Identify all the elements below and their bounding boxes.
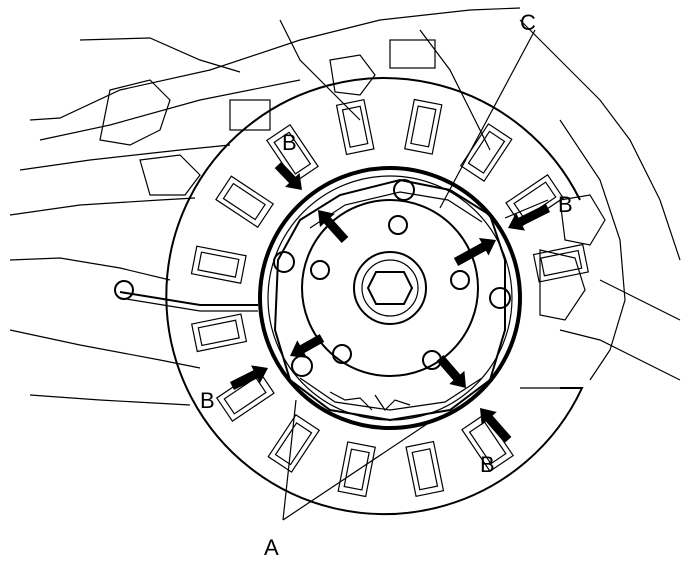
hub-nut	[366, 271, 414, 305]
suspension-background-lines	[9, 7, 681, 406]
leader-line-c	[439, 29, 536, 209]
contact-arrow	[480, 408, 512, 443]
shield-slot-inner	[274, 422, 313, 466]
shield-slot	[267, 413, 321, 473]
leader-lines	[282, 29, 549, 521]
leader-line-b-right	[504, 199, 549, 219]
label-a: A	[264, 535, 279, 560]
shield-slot-inner	[223, 376, 267, 415]
shield-slot-inner	[410, 105, 437, 148]
shield-slot-inner	[467, 130, 506, 174]
wheel-stud-hole	[310, 260, 330, 280]
shield-slot-inner	[540, 249, 583, 277]
shield-slot-inner	[273, 131, 312, 175]
contact-arrow	[453, 237, 496, 266]
shield-slot-inner	[222, 182, 266, 221]
shield-slot	[335, 98, 375, 156]
shield-slot-inner	[197, 319, 240, 347]
shield-slot-inner	[197, 251, 240, 278]
label-b-bottom-right: B	[480, 452, 495, 477]
shield-slot	[215, 175, 275, 229]
contact-arrow	[318, 210, 349, 244]
wheel-stud-hole	[332, 344, 352, 364]
brake-shoe-ring	[258, 166, 522, 430]
shield-slot	[405, 440, 445, 498]
label-b-bottom-left: B	[200, 388, 215, 413]
backing-plate	[273, 178, 511, 422]
wheel-stud-hole	[450, 270, 470, 290]
leader-line-a-right	[282, 421, 431, 521]
contact-arrow	[290, 334, 325, 358]
shield-slot	[190, 313, 248, 353]
label-b-top-left: B	[282, 130, 297, 155]
shield-slot	[532, 243, 590, 283]
contact-arrow	[436, 355, 466, 388]
shield-slot	[190, 245, 247, 284]
cable-end-fitting	[114, 280, 134, 300]
shield-slots	[190, 98, 590, 498]
contact-point-arrows	[229, 161, 551, 443]
shield-slot-inner	[343, 448, 370, 491]
label-b-top-right: B	[558, 192, 573, 217]
shield-slot-inner	[468, 421, 507, 465]
shield-slot-inner	[411, 448, 439, 491]
shield-slot-inner	[341, 105, 369, 148]
shield-slot	[337, 441, 376, 498]
brake-cable	[114, 280, 258, 312]
leader-line-a-left	[282, 399, 297, 521]
contact-arrow	[229, 365, 268, 391]
contact-arrow	[508, 203, 551, 231]
shield-slot-inner	[513, 181, 557, 220]
dust-shield	[165, 77, 584, 516]
label-c: C	[520, 10, 536, 35]
wheel-hub	[301, 199, 479, 377]
shield-slot	[266, 123, 319, 183]
shield-slot	[215, 369, 275, 422]
shield-slot	[404, 98, 443, 155]
shield-slot	[459, 123, 513, 183]
contact-arrow	[274, 161, 302, 190]
wheel-stud-hole	[388, 215, 408, 235]
